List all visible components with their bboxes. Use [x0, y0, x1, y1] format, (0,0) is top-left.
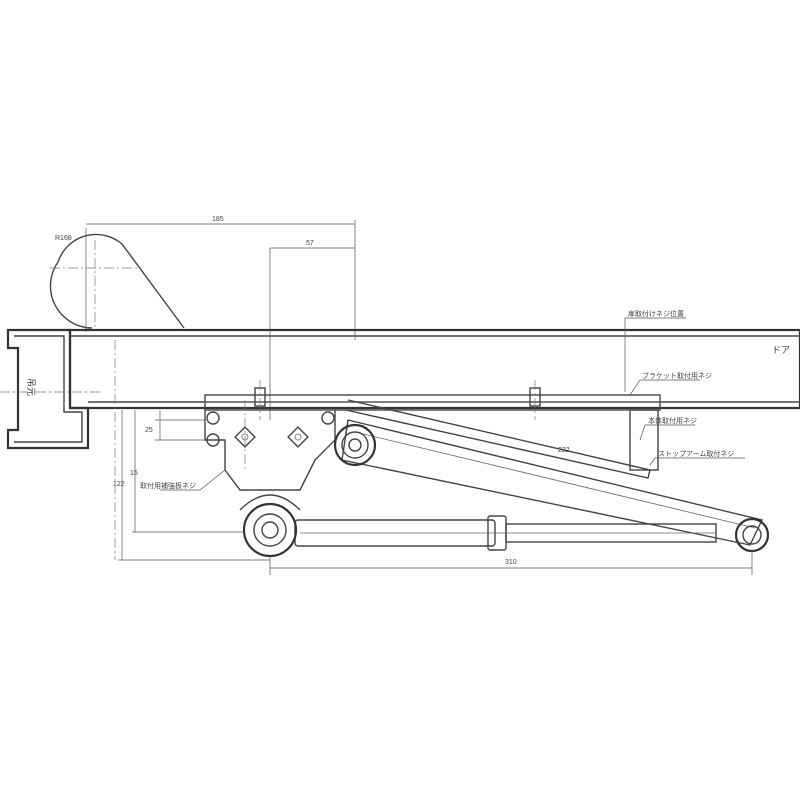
radius-label: R168 [55, 235, 72, 242]
note-body-screw: 本体取付用ネジ [648, 416, 697, 425]
note-plate-screw: ブラケット取付用ネジ [642, 371, 712, 380]
closer-body [204, 380, 661, 491]
door-frame-profile [0, 328, 100, 450]
dimension-bottom [269, 552, 753, 575]
door-leaf [68, 328, 800, 410]
dimension-left [118, 410, 270, 561]
leader-lines [160, 317, 745, 491]
forearm-rod [294, 515, 717, 551]
note-bracket: 取付用補強板ネジ [140, 481, 196, 490]
dimension-185-label: 185 [212, 216, 224, 223]
dimension-310-label: 310 [505, 559, 517, 566]
dimension-top [86, 220, 356, 420]
mounting-screws [206, 411, 335, 448]
main-arm [341, 399, 764, 546]
dimension-15-label: 15 [130, 470, 138, 477]
center-lines [114, 340, 246, 560]
arm-pivots [239, 423, 770, 558]
dimension-222-label: 222 [558, 447, 570, 454]
left-side-label: 吊元 [26, 378, 36, 396]
note-stop-arm: ストップアーム取付ネジ [658, 449, 734, 458]
dimension-25-label: 25 [145, 427, 153, 434]
right-side-label: ドア [772, 345, 790, 355]
dimension-122-label: 122 [113, 481, 125, 488]
note-door-top: 扉取付けネジ位置 [628, 309, 684, 318]
dimension-57-label: 57 [306, 240, 314, 247]
door-swing-arc [49, 228, 185, 332]
